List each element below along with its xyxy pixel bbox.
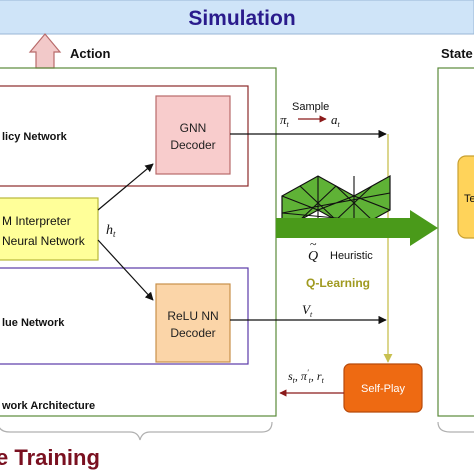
self-play-label: Self-Play	[361, 383, 406, 395]
self-play-box	[343, 363, 423, 413]
q-learning-label: Q-Learning	[306, 276, 370, 290]
state-inner-box	[457, 155, 474, 239]
relu-decoder-box	[155, 283, 231, 363]
green-heuristic-arrow	[276, 210, 438, 246]
q-symbol: Q	[308, 249, 318, 264]
q-tilde: ~	[310, 237, 317, 251]
policy-network-box	[0, 85, 249, 187]
arrow-interp-to-relu	[97, 239, 154, 301]
state-inner-text: Te	[464, 193, 474, 205]
network-architecture-box	[0, 67, 277, 417]
gnn-decoder-line2: Decoder	[170, 138, 215, 152]
relu-decoder-line1: ReLU NN	[167, 309, 218, 323]
training-brace	[0, 421, 273, 441]
relu-decoder-line2: Decoder	[170, 326, 215, 340]
training-label: e Training	[0, 445, 100, 470]
tuple-label: st, π′t, rt	[288, 368, 325, 385]
simulation-title: Simulation	[188, 7, 295, 30]
action-up-arrow	[28, 33, 62, 69]
sample-label: Sample	[292, 101, 329, 113]
arrow-interp-to-gnn	[97, 163, 154, 211]
interpreter-line2: Neural Network	[2, 234, 86, 248]
network-architecture-label: work Architecture	[1, 400, 95, 412]
interpreter-line1: M Interpreter	[2, 214, 71, 228]
simulation-banner	[0, 0, 474, 35]
pi-t-label: πt	[280, 112, 290, 129]
ht-label: ht	[106, 223, 116, 239]
value-network-box	[0, 267, 249, 365]
value-network-label: lue Network	[2, 317, 65, 329]
vt-label: Vt	[302, 302, 313, 319]
gnn-decoder-line1: GNN	[180, 121, 207, 135]
heuristic-label: Heuristic	[330, 250, 373, 262]
interpreter-box	[0, 197, 99, 261]
state-label: State	[441, 46, 473, 61]
a-t-label: at	[331, 112, 341, 129]
gnn-decoder-box	[155, 95, 231, 175]
policy-network-label: licy Network	[2, 131, 68, 143]
action-label: Action	[70, 46, 111, 61]
state-box	[437, 67, 474, 417]
state-brace	[437, 421, 474, 433]
